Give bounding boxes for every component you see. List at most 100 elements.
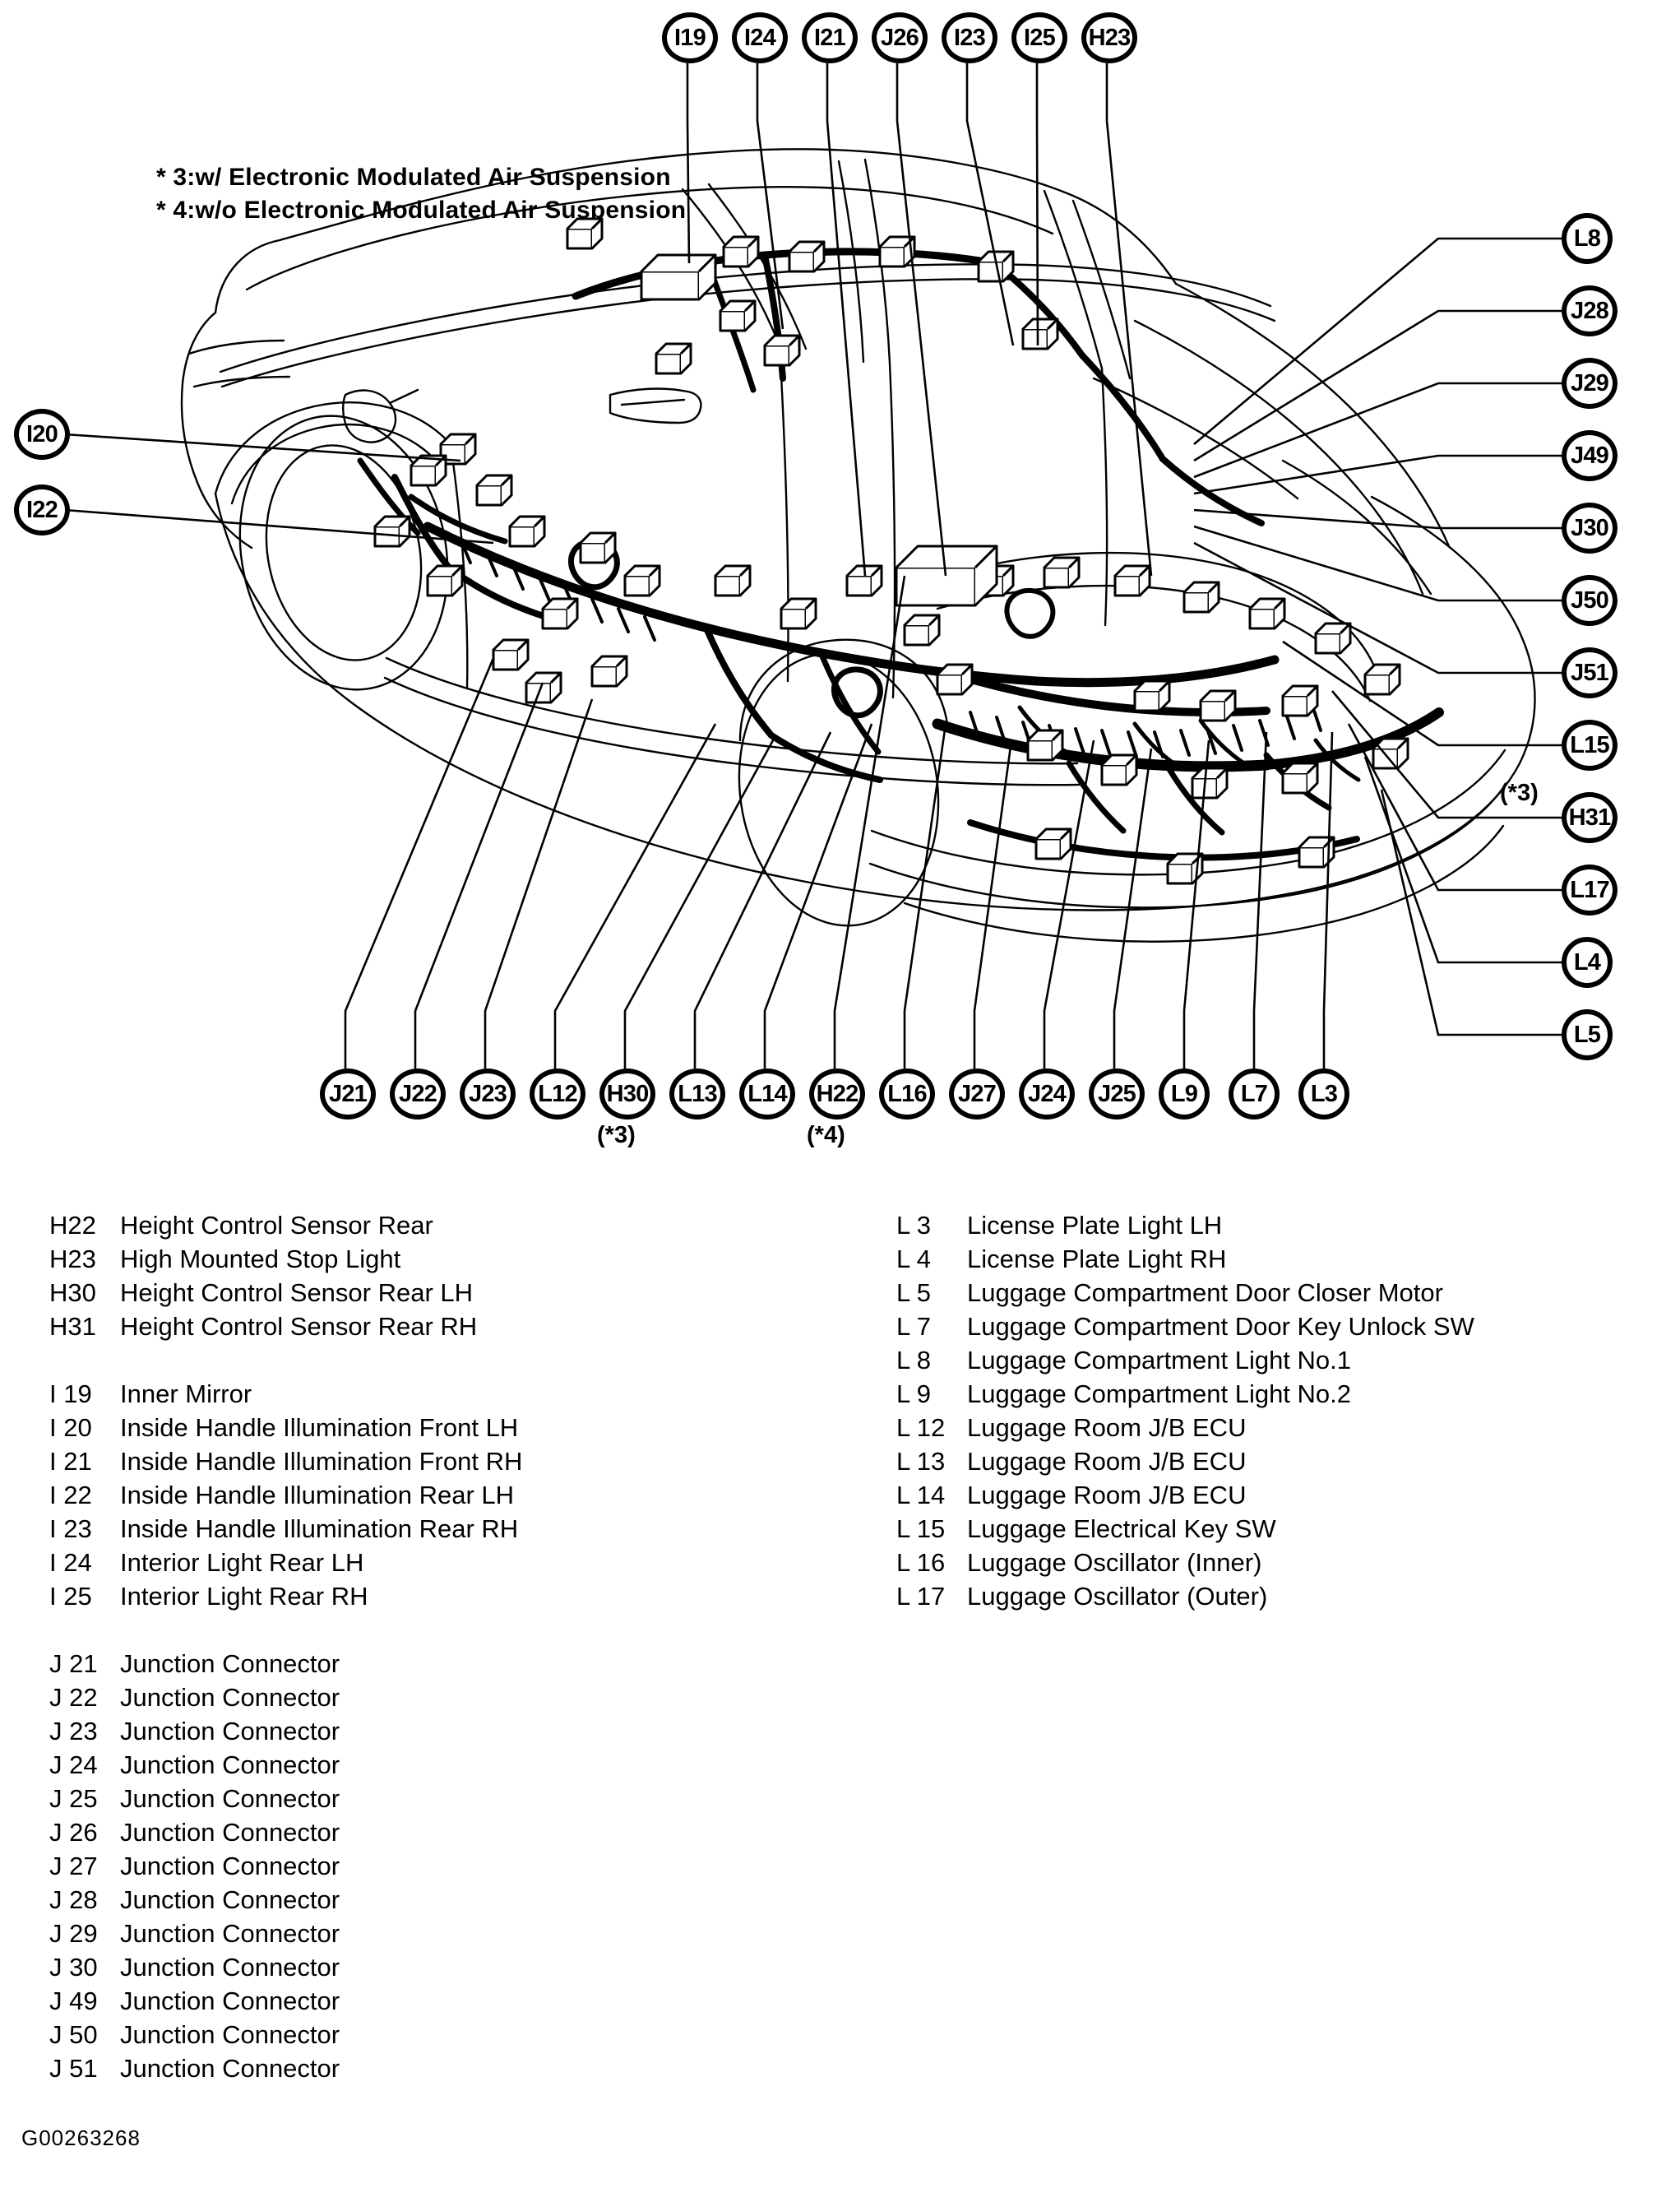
- callout-l4[interactable]: L4: [1562, 937, 1613, 988]
- leader-line-i19: [686, 63, 691, 264]
- legend-description: Height Control Sensor Rear RH: [120, 1312, 478, 1341]
- callout-l13[interactable]: L13: [669, 1069, 725, 1120]
- callout-j26[interactable]: J26: [872, 12, 928, 63]
- callout-l15[interactable]: L15: [1562, 720, 1618, 771]
- legend-code: J 25: [49, 1784, 98, 1813]
- callout-l7[interactable]: L7: [1229, 1069, 1280, 1120]
- callout-i23[interactable]: I23: [942, 12, 997, 63]
- callout-h31[interactable]: H31: [1562, 792, 1618, 843]
- callout-j21[interactable]: J21: [320, 1069, 376, 1120]
- callout-i19[interactable]: I19: [662, 12, 718, 63]
- leader-line-j26: [896, 63, 947, 577]
- callout-j28[interactable]: J28: [1562, 285, 1618, 336]
- legend-description: Junction Connector: [120, 1885, 340, 1914]
- callout-l9[interactable]: L9: [1159, 1069, 1210, 1120]
- callout-i21[interactable]: I21: [802, 12, 858, 63]
- callout-note-h22: (*4): [807, 1122, 845, 1148]
- legend-description: Luggage Oscillator (Inner): [967, 1548, 1262, 1577]
- legend-description: Inside Handle Illumination Rear LH: [120, 1481, 515, 1509]
- legend-description: Junction Connector: [120, 1919, 340, 1948]
- legend-code: J 51: [49, 2054, 98, 2083]
- callout-j30[interactable]: J30: [1562, 503, 1618, 554]
- leader-line-l7: [1252, 731, 1268, 1069]
- callout-l17[interactable]: L17: [1562, 865, 1618, 916]
- legend-code: L 9: [896, 1379, 931, 1408]
- callout-l3[interactable]: L3: [1298, 1069, 1349, 1120]
- legend-row: H31 Height Control Sensor Rear RH: [49, 1312, 522, 1346]
- legend-description: Junction Connector: [120, 1750, 340, 1779]
- callout-j24[interactable]: J24: [1019, 1069, 1075, 1120]
- callout-h30[interactable]: H30: [599, 1069, 655, 1120]
- callout-j27[interactable]: J27: [949, 1069, 1005, 1120]
- legend-code: J 24: [49, 1750, 98, 1779]
- legend-code: L 14: [896, 1481, 946, 1509]
- legend-row: J 50 Junction Connector: [49, 2020, 522, 2054]
- callout-h23[interactable]: H23: [1081, 12, 1137, 63]
- legend-code: J 50: [49, 2020, 98, 2049]
- leader-line-i24: [756, 63, 784, 330]
- callout-j49[interactable]: J49: [1562, 430, 1618, 481]
- leader-line-j24: [1043, 739, 1095, 1069]
- callout-l8[interactable]: L8: [1562, 213, 1613, 264]
- callout-j29[interactable]: J29: [1562, 358, 1618, 409]
- legend-description: Inside Handle Illumination Rear RH: [120, 1514, 519, 1543]
- leader-line-i25: [1035, 63, 1039, 346]
- callout-i25[interactable]: I25: [1011, 12, 1067, 63]
- callout-i24[interactable]: I24: [732, 12, 788, 63]
- leader-line-i21: [826, 63, 867, 577]
- legend-code: I 21: [49, 1447, 92, 1476]
- legend-description: Junction Connector: [120, 1649, 340, 1678]
- callout-l14[interactable]: L14: [739, 1069, 795, 1120]
- callout-h22[interactable]: H22: [809, 1069, 865, 1120]
- callout-i22[interactable]: I22: [14, 484, 70, 535]
- legend-description: Luggage Compartment Light No.1: [967, 1346, 1352, 1375]
- legend-code: J 21: [49, 1649, 98, 1678]
- legend-row: L 14 Luggage Room J/B ECU: [896, 1481, 1474, 1514]
- legend-description: Luggage Room J/B ECU: [967, 1481, 1247, 1509]
- legend-code: H31: [49, 1312, 96, 1341]
- leader-line-j30: [1193, 508, 1562, 530]
- legend-code: I 25: [49, 1582, 92, 1611]
- legend-description: Height Control Sensor Rear: [120, 1211, 433, 1240]
- leader-line-h30: [623, 739, 775, 1069]
- legend-code: L 15: [896, 1514, 946, 1543]
- callout-j50[interactable]: J50: [1562, 575, 1618, 626]
- leader-line-j29: [1193, 382, 1562, 479]
- callout-j51[interactable]: J51: [1562, 647, 1618, 698]
- callout-j22[interactable]: J22: [390, 1069, 446, 1120]
- leader-line-j49: [1193, 454, 1562, 495]
- callout-l5[interactable]: L5: [1562, 1009, 1613, 1060]
- legend-code: L 5: [896, 1278, 931, 1307]
- callout-j25[interactable]: J25: [1089, 1069, 1145, 1120]
- legend-code: I 19: [49, 1379, 92, 1408]
- legend-code: J 26: [49, 1818, 98, 1847]
- legend-description: Luggage Compartment Door Closer Motor: [967, 1278, 1443, 1307]
- legend-code: J 23: [49, 1717, 98, 1745]
- legend-code: J 29: [49, 1919, 98, 1948]
- callout-i20[interactable]: I20: [14, 409, 70, 460]
- legend-code: J 28: [49, 1885, 98, 1914]
- legend-description: Junction Connector: [120, 2020, 340, 2049]
- legend-description: License Plate Light LH: [967, 1211, 1223, 1240]
- leader-line-l12: [553, 723, 717, 1069]
- callout-l16[interactable]: L16: [879, 1069, 935, 1120]
- leader-line-l5: [1380, 789, 1562, 1036]
- legend-description: Luggage Room J/B ECU: [967, 1447, 1247, 1476]
- callout-j23[interactable]: J23: [460, 1069, 516, 1120]
- legend-description: Luggage Electrical Key SW: [967, 1514, 1276, 1543]
- legend-code: I 24: [49, 1548, 92, 1577]
- leader-line-l8: [1193, 237, 1562, 445]
- callout-l12[interactable]: L12: [530, 1069, 585, 1120]
- legend-code: I 23: [49, 1514, 92, 1543]
